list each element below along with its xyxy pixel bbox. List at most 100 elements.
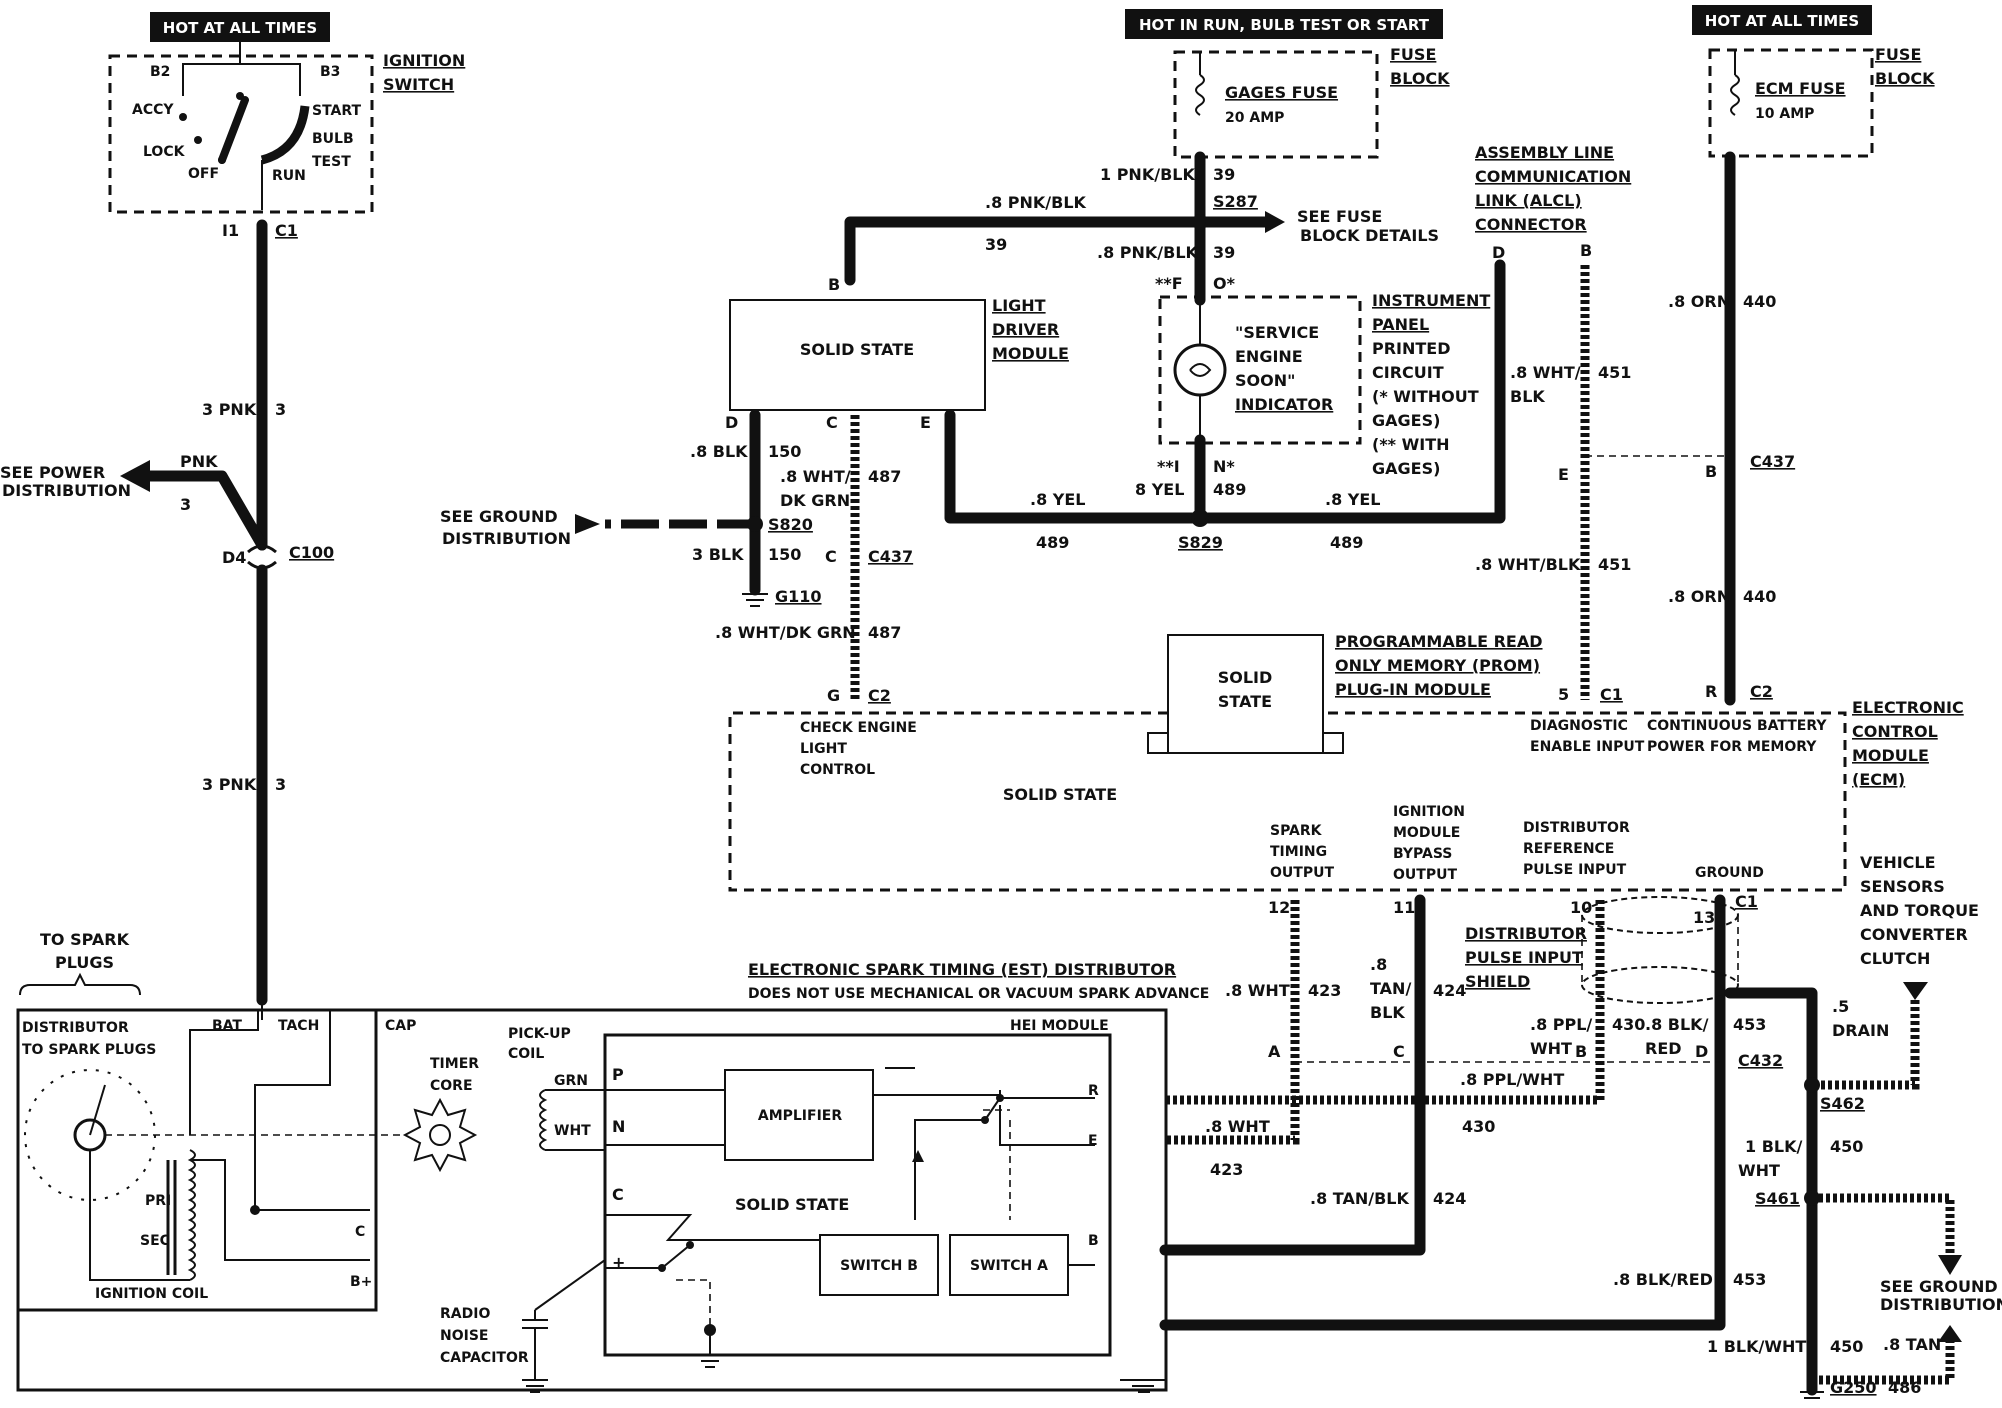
- aldl-pin-b: B: [1580, 241, 1592, 260]
- wire-label: .8 WHT: [1205, 1117, 1270, 1136]
- c-terminal-label: C: [612, 1185, 624, 1204]
- circuit-number: 39: [1213, 243, 1235, 262]
- wire-label: .8 TAN: [1883, 1335, 1941, 1354]
- test-label: TEST: [312, 154, 351, 170]
- circuit-number: 430: [1462, 1117, 1495, 1136]
- module-title: LIGHT: [992, 296, 1046, 315]
- solid-state-label: SOLID STATE: [735, 1195, 849, 1214]
- r-terminal-label: R: [1088, 1083, 1099, 1099]
- ecm-pin-label: TIMING: [1270, 844, 1327, 860]
- wire-label: .8 BLK/: [1645, 1015, 1709, 1034]
- ecm-pin-label: OUTPUT: [1270, 865, 1334, 881]
- panel-label: CIRCUIT: [1372, 363, 1444, 382]
- pin-11: 11: [1393, 898, 1415, 917]
- hot-at-all-times-banner-left: HOT AT ALL TIMES: [150, 12, 330, 42]
- ecm-pin-label: CONTROL: [800, 762, 875, 778]
- pin-a: A: [1268, 1042, 1281, 1061]
- p-terminal-label: P: [612, 1065, 624, 1084]
- prom-body: STATE: [1218, 692, 1272, 711]
- grn-label: GRN: [554, 1073, 588, 1089]
- aldl-title: ASSEMBLY LINE: [1475, 143, 1614, 162]
- circuit-number: 430: [1612, 1015, 1645, 1034]
- circuit-number: 423: [1210, 1160, 1243, 1179]
- wire-wht-423: 12 .8 WHT 423 A .8 WHT 423: [1165, 898, 1341, 1179]
- cap-label: CAP: [385, 1018, 416, 1034]
- wire-label: 1 BLK/WHT: [1707, 1337, 1806, 1356]
- connector-c100: C100: [289, 543, 334, 562]
- pin-o: O*: [1213, 274, 1236, 293]
- wire-label: .5: [1832, 997, 1849, 1016]
- wire-drain-blk-wht-450: .5 DRAIN S462 1 BLK/ WHT 450 S461 SEE GR…: [1707, 982, 2002, 1399]
- splice-s820: S820: [768, 515, 813, 534]
- pin-d4: D4: [222, 548, 246, 567]
- ecm-pin-label: BYPASS: [1393, 846, 1452, 862]
- wire-label: .8 YEL: [1325, 490, 1381, 509]
- circuit-number: 440: [1743, 587, 1776, 606]
- wire-label: .8 YEL: [1030, 490, 1086, 509]
- wire-label: .8 ORN: [1668, 587, 1730, 606]
- aldl-connector: ASSEMBLY LINE COMMUNICATION LINK (ALCL) …: [1475, 143, 1730, 704]
- lock-label: LOCK: [143, 144, 186, 160]
- shield-label: SHIELD: [1465, 972, 1530, 991]
- ecm-title: ELECTRONIC: [1852, 698, 1964, 717]
- aldl-title: LINK (ALCL): [1475, 191, 1582, 210]
- fuse-block-label: BLOCK: [1390, 69, 1450, 88]
- wire-label: .8 WHT: [1225, 981, 1290, 1000]
- connector-c432: C432: [1738, 1051, 1783, 1070]
- shield-label: PULSE INPUT: [1465, 948, 1583, 967]
- switch-a-label: SWITCH A: [970, 1258, 1048, 1274]
- ecm-pin-label: REFERENCE: [1523, 841, 1614, 857]
- pin-b: B: [1575, 1042, 1587, 1061]
- wire-label: BLK: [1370, 1003, 1405, 1022]
- c-terminal-label: C: [355, 1224, 365, 1240]
- prom-body: SOLID: [1218, 668, 1273, 687]
- ecm-pin-label: CONTINUOUS BATTERY: [1647, 718, 1827, 734]
- pin-e: E: [1558, 465, 1569, 484]
- b-terminal-label: B: [1088, 1233, 1099, 1249]
- hot-in-run-banner: HOT IN RUN, BULB TEST OR START: [1125, 9, 1443, 39]
- switch-b-label: SWITCH B: [840, 1258, 918, 1274]
- tach-label: TACH: [278, 1018, 319, 1034]
- fuse-label: GAGES FUSE: [1225, 83, 1338, 102]
- wire-label: 3 PNK: [202, 775, 257, 794]
- panel-label: (** WITH: [1372, 435, 1450, 454]
- circuit-number: 489: [1213, 480, 1246, 499]
- wire-label: 3 PNK: [202, 400, 257, 419]
- circuit-number: 39: [985, 235, 1007, 254]
- wire-label: .8 TAN/BLK: [1310, 1189, 1409, 1208]
- ecm-fuse: ECM FUSE 10 AMP FUSE BLOCK: [1708, 45, 1935, 158]
- circuit-number: 451: [1598, 363, 1631, 382]
- wire-label: 3 BLK: [692, 545, 744, 564]
- wire-ppl-wht-430: 10 .8 PPL/ WHT 430 B .8 PPL/WHT 430: [1165, 898, 1645, 1136]
- wire-label: .8 PPL/: [1530, 1015, 1592, 1034]
- pin-b: B: [828, 275, 840, 294]
- splice-s461: S461: [1755, 1189, 1800, 1208]
- panel-label: PANEL: [1372, 315, 1429, 334]
- bat-label: BAT: [212, 1018, 242, 1034]
- ecm-pin-label: OUTPUT: [1393, 867, 1457, 883]
- radio-capacitor-label: NOISE: [440, 1328, 488, 1344]
- ecm-pin-label: GROUND: [1695, 865, 1764, 881]
- circuit-number: 3: [275, 775, 286, 794]
- pickup-coil-label: PICK-UP: [508, 1026, 571, 1042]
- radio-capacitor-label: RADIO: [440, 1306, 490, 1322]
- aldl-pin-d: D: [1492, 243, 1505, 262]
- hei-module-label: HEI MODULE: [1010, 1018, 1109, 1034]
- prom-title: ONLY MEMORY (PROM): [1335, 656, 1540, 675]
- wire-label: DRAIN: [1832, 1021, 1889, 1040]
- circuit-number: 453: [1733, 1015, 1766, 1034]
- b2-label: B2: [150, 64, 170, 80]
- pin-d: D: [1695, 1042, 1708, 1061]
- indicator-label: SOON": [1235, 371, 1295, 390]
- e-terminal-label: E: [1088, 1133, 1098, 1149]
- ecm-pin-label: IGNITION: [1393, 804, 1465, 820]
- pin-g: G: [827, 686, 840, 705]
- n-terminal-label: N: [612, 1117, 625, 1136]
- wire-label: .8 PNK/BLK: [1097, 243, 1199, 262]
- start-label: START: [312, 103, 362, 119]
- wire-pnk-3: 3 PNK 3 PNK 3 SEE POWER DISTRIBUTION D4 …: [0, 219, 334, 1006]
- splice-s462: S462: [1820, 1094, 1865, 1113]
- pin-12: 12: [1268, 898, 1290, 917]
- pin-i: **I: [1157, 457, 1180, 476]
- wire-label: BLK: [1510, 387, 1545, 406]
